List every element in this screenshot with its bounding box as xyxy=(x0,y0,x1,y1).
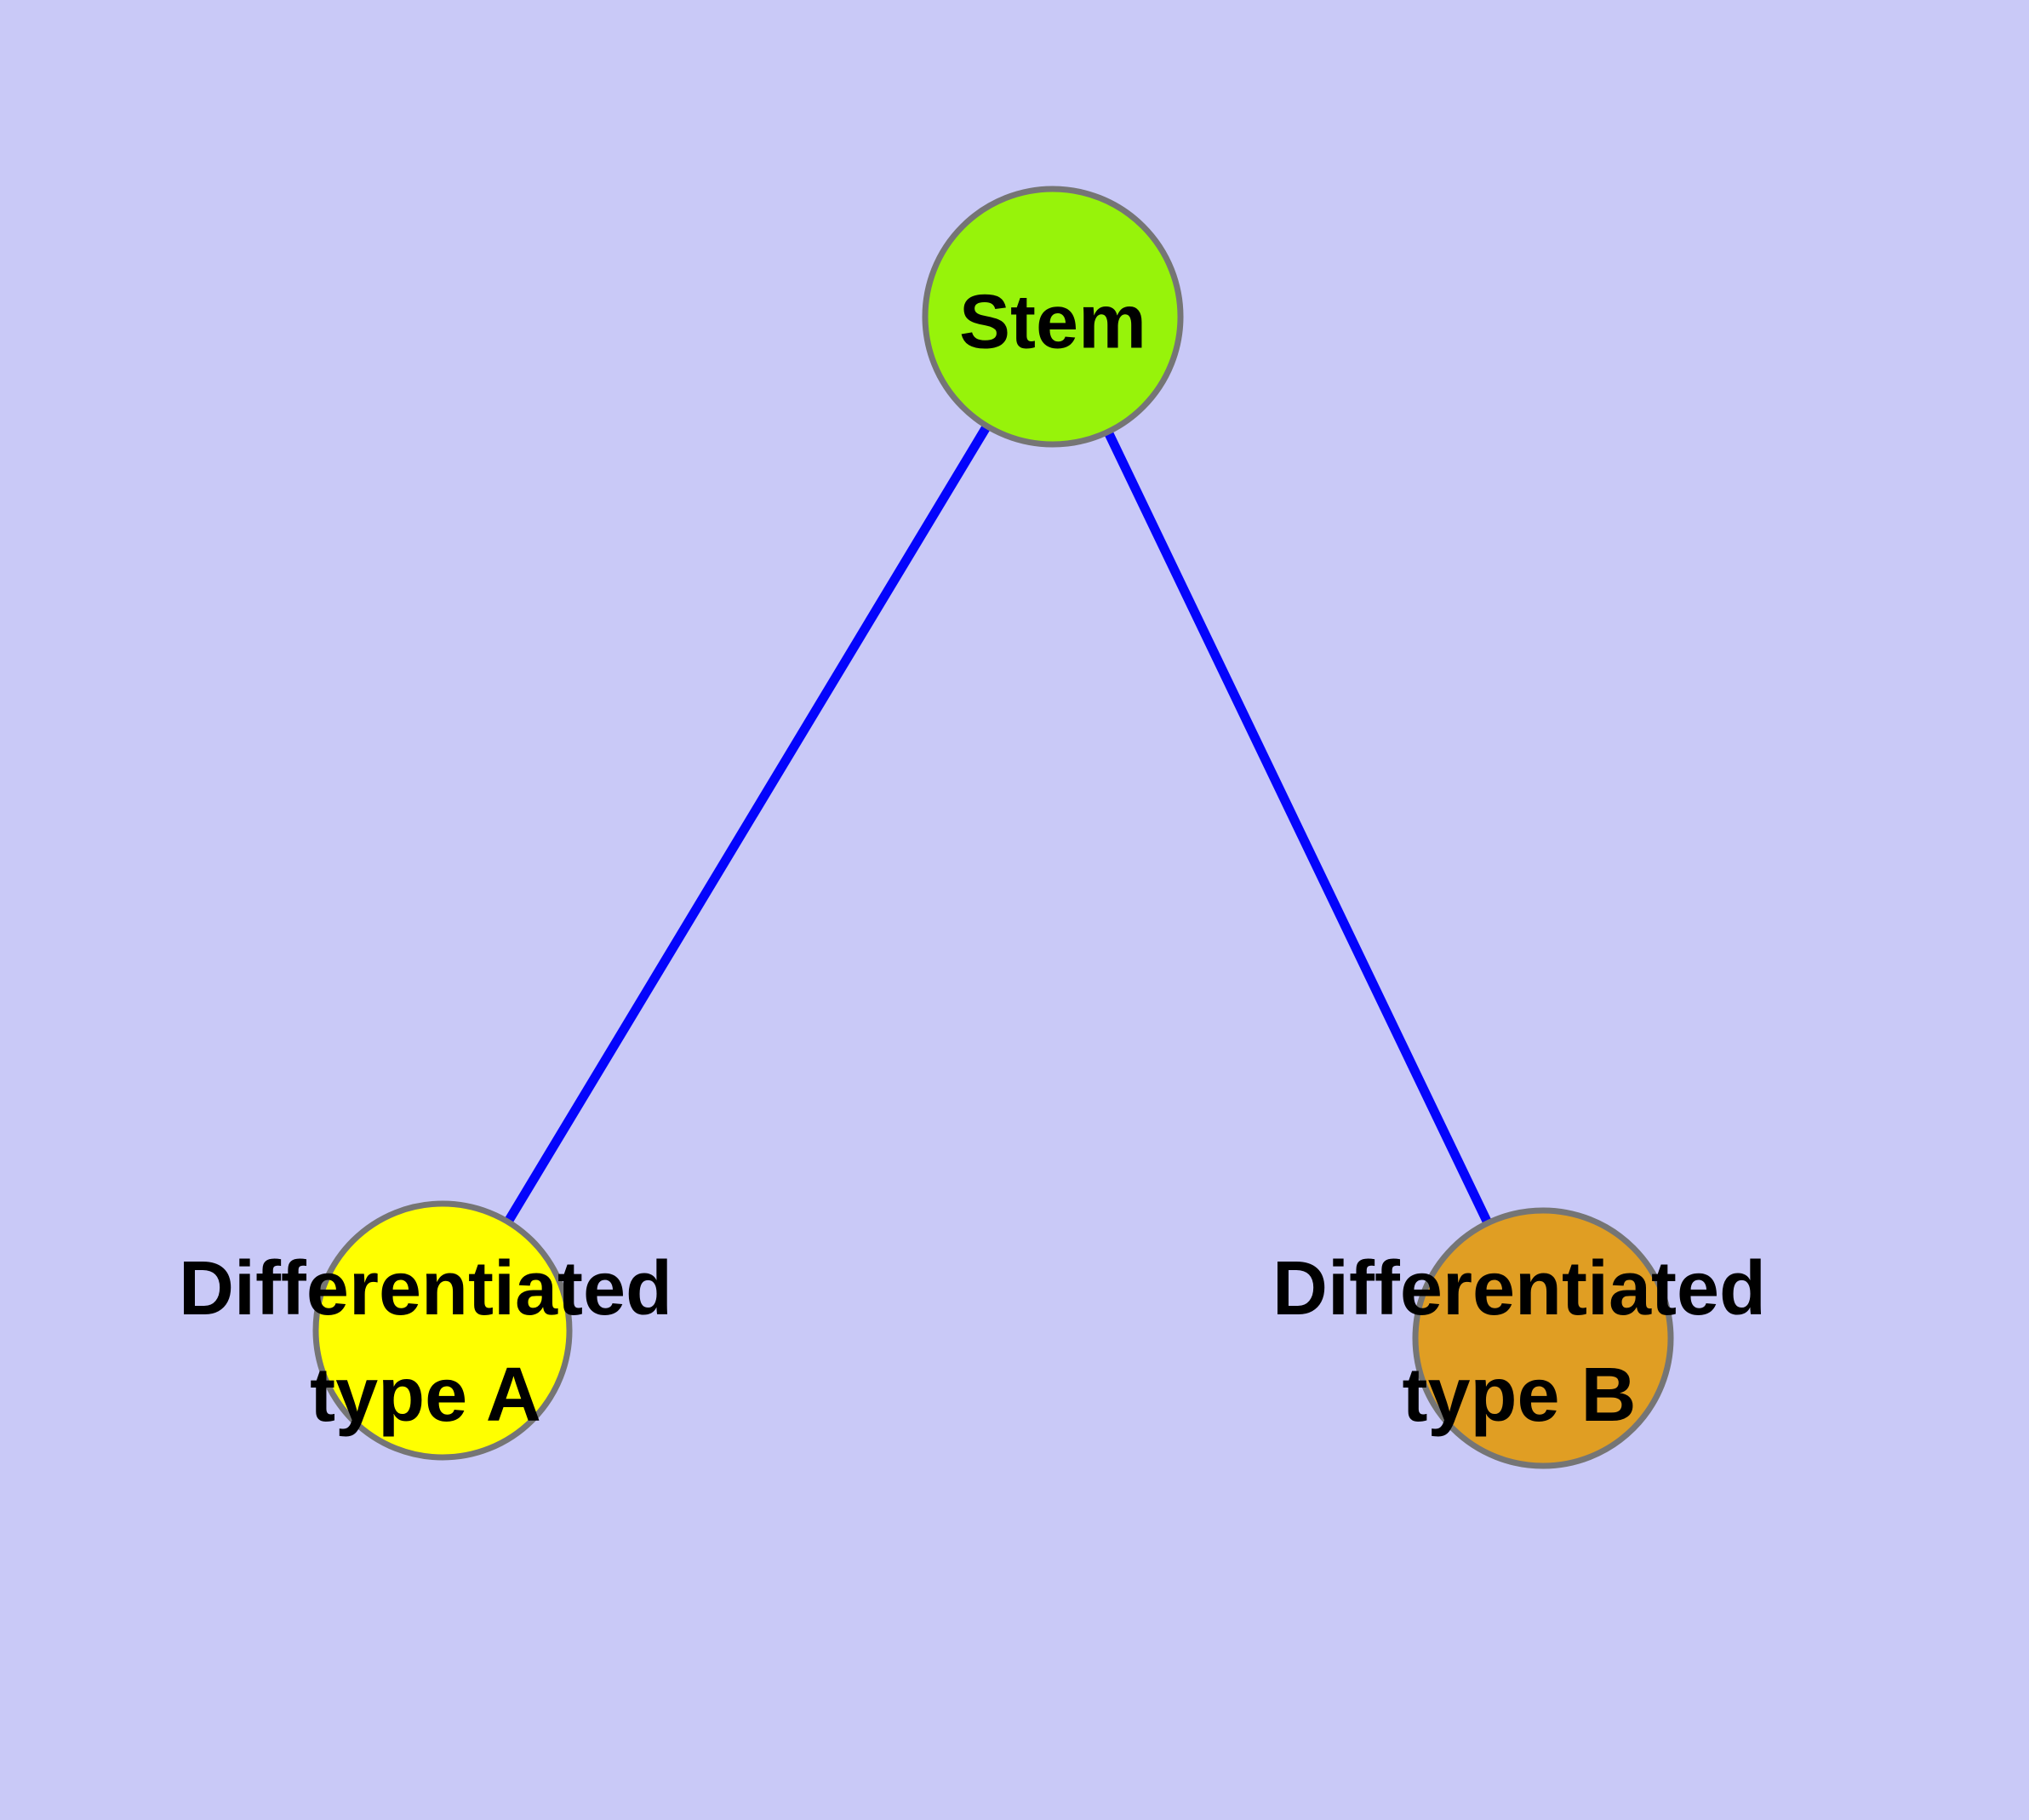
node-differentiated-type-b xyxy=(1412,1207,1674,1469)
edge-stem-to-type-a xyxy=(438,314,1057,1333)
node-differentiated-type-a xyxy=(312,1200,573,1461)
edge-stem-to-type-b xyxy=(1049,314,1547,1341)
node-stem xyxy=(922,186,1184,448)
